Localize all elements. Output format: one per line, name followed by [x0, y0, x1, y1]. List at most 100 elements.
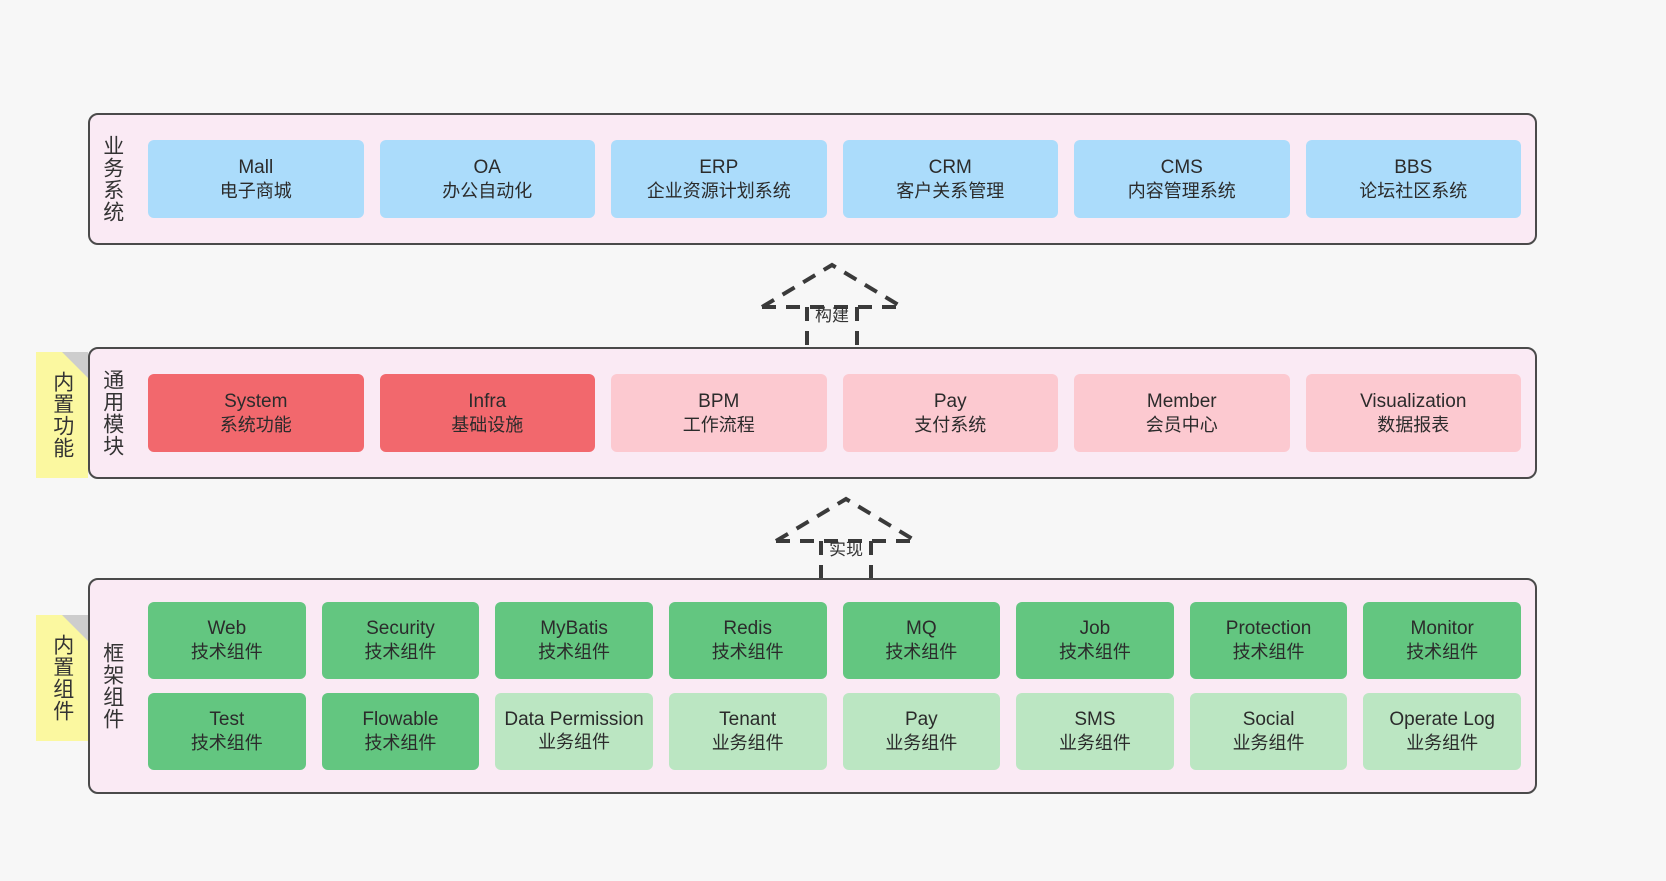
node-title-en: MyBatis — [540, 618, 608, 640]
node-title-en: BPM — [698, 390, 740, 412]
node-title-cn: 论坛社区系统 — [1359, 180, 1468, 201]
node-bbs[interactable]: BBS 论坛社区系统 — [1305, 140, 1521, 218]
sticky-note-builtin-function: 内置功能 — [36, 352, 88, 478]
node-title-cn: 技术组件 — [1406, 642, 1479, 663]
node-title-en: Monitor — [1410, 618, 1474, 640]
node-title-cn: 技术组件 — [538, 642, 611, 663]
layer-body-common-module: System 系统功能 Infra 基础设施 BPM 工作流程 Pay 支付系统… — [134, 349, 1535, 477]
node-title-cn: 技术组件 — [711, 642, 784, 663]
node-title-en: Test — [209, 709, 245, 731]
node-title-en: BBS — [1394, 156, 1433, 178]
node-title-en: Web — [207, 618, 247, 640]
sticky-note-label: 内置组件 — [50, 634, 74, 722]
node-tenant[interactable]: Tenant 业务组件 — [668, 693, 827, 770]
node-title-cn: 技术组件 — [190, 733, 263, 754]
layer-body-framework-component: Web 技术组件 Security 技术组件 MyBatis 技术组件 Redi… — [134, 580, 1535, 792]
node-title-en: Tenant — [719, 709, 777, 731]
node-security[interactable]: Security 技术组件 — [321, 602, 480, 679]
node-web[interactable]: Web 技术组件 — [148, 602, 306, 679]
node-title-cn: 技术组件 — [190, 642, 263, 663]
layer-title-common-module: 通用模块 — [100, 369, 124, 457]
node-job[interactable]: Job 技术组件 — [1016, 602, 1174, 679]
layer-title-business-system: 业务系统 — [100, 135, 124, 223]
node-title-en: MQ — [906, 618, 937, 640]
node-title-cn: 办公自动化 — [442, 180, 533, 201]
node-title-cn: 业务组件 — [1232, 733, 1305, 754]
node-mq[interactable]: MQ 技术组件 — [842, 602, 1001, 679]
node-erp[interactable]: ERP 企业资源计划系统 — [611, 140, 827, 218]
node-title-en: Operate Log — [1389, 709, 1495, 731]
node-title-en: SMS — [1074, 709, 1116, 731]
node-visualization[interactable]: Visualization 数据报表 — [1305, 374, 1521, 452]
node-title-en: ERP — [699, 156, 739, 178]
implement-arrow-icon — [774, 496, 918, 584]
node-pay-module[interactable]: Pay 支付系统 — [842, 374, 1058, 452]
node-row: Web 技术组件 Security 技术组件 MyBatis 技术组件 Redi… — [148, 602, 1521, 679]
node-title-cn: 客户关系管理 — [896, 180, 1005, 201]
node-title-en: System — [224, 390, 288, 412]
node-title-en: CMS — [1160, 156, 1203, 178]
node-title-cn: 企业资源计划系统 — [646, 180, 791, 201]
node-title-cn: 工作流程 — [682, 414, 755, 435]
connector-build: 构建 — [752, 255, 912, 350]
node-operate-log[interactable]: Operate Log 业务组件 — [1363, 693, 1521, 770]
node-mall[interactable]: Mall 电子商城 — [148, 140, 364, 218]
node-title-en: Redis — [723, 618, 772, 640]
node-title-en: Security — [366, 618, 435, 640]
node-row: Mall 电子商城 OA 办公自动化 ERP 企业资源计划系统 CRM 客户关系… — [148, 140, 1521, 218]
layer-framework-component: 框架组件 Web 技术组件 Security 技术组件 MyBatis 技术组件… — [88, 578, 1537, 794]
node-title-en: OA — [473, 156, 501, 178]
node-sms[interactable]: SMS 业务组件 — [1016, 693, 1174, 770]
node-title-cn: 基础设施 — [451, 414, 524, 435]
node-title-en: Data Permission — [504, 708, 644, 730]
node-monitor[interactable]: Monitor 技术组件 — [1363, 602, 1521, 679]
node-title-en: Social — [1242, 709, 1295, 731]
node-title-en: Job — [1079, 618, 1111, 640]
node-bpm[interactable]: BPM 工作流程 — [611, 374, 827, 452]
node-title-cn: 业务组件 — [538, 731, 611, 752]
node-title-en: Flowable — [362, 709, 439, 731]
node-member[interactable]: Member 会员中心 — [1074, 374, 1290, 452]
build-arrow-icon — [760, 262, 904, 350]
node-flowable[interactable]: Flowable 技术组件 — [321, 693, 480, 770]
node-title-cn: 电子商城 — [219, 180, 292, 201]
node-system[interactable]: System 系统功能 — [148, 374, 364, 452]
node-row: Test 技术组件 Flowable 技术组件 Data Permission … — [148, 693, 1521, 770]
node-title-cn: 内容管理系统 — [1127, 180, 1236, 201]
node-title-cn: 业务组件 — [1058, 733, 1131, 754]
node-title-cn: 支付系统 — [914, 414, 987, 435]
node-row: System 系统功能 Infra 基础设施 BPM 工作流程 Pay 支付系统… — [148, 374, 1521, 452]
node-title-en: Visualization — [1360, 390, 1467, 412]
node-title-cn: 数据报表 — [1377, 414, 1450, 435]
node-title-en: Pay — [904, 709, 938, 731]
sticky-note-label: 内置功能 — [50, 371, 74, 459]
node-title-en: CRM — [928, 156, 972, 178]
node-infra[interactable]: Infra 基础设施 — [379, 374, 595, 452]
node-pay-component[interactable]: Pay 业务组件 — [842, 693, 1001, 770]
node-mybatis[interactable]: MyBatis 技术组件 — [495, 602, 653, 679]
node-title-en: Pay — [933, 390, 967, 412]
node-cms[interactable]: CMS 内容管理系统 — [1074, 140, 1290, 218]
node-title-en: Protection — [1225, 618, 1312, 640]
node-protection[interactable]: Protection 技术组件 — [1189, 602, 1348, 679]
node-title-en: Infra — [468, 390, 507, 412]
node-social[interactable]: Social 业务组件 — [1189, 693, 1348, 770]
node-oa[interactable]: OA 办公自动化 — [379, 140, 595, 218]
node-data-permission[interactable]: Data Permission 业务组件 — [495, 693, 653, 770]
layer-business-system: 业务系统 Mall 电子商城 OA 办公自动化 ERP 企业资源计划系统 CRM… — [88, 113, 1537, 245]
node-redis[interactable]: Redis 技术组件 — [668, 602, 827, 679]
connector-label-implement: 实现 — [829, 540, 863, 559]
sticky-fold-corner-icon — [62, 352, 88, 378]
node-test[interactable]: Test 技术组件 — [148, 693, 306, 770]
node-title-en: Mall — [238, 156, 274, 178]
node-crm[interactable]: CRM 客户关系管理 — [842, 140, 1058, 218]
sticky-note-builtin-component: 内置组件 — [36, 615, 88, 741]
node-title-cn: 业务组件 — [1406, 733, 1479, 754]
node-title-cn: 技术组件 — [364, 733, 437, 754]
node-title-cn: 业务组件 — [885, 733, 958, 754]
node-title-cn: 会员中心 — [1145, 414, 1218, 435]
layer-common-module: 通用模块 System 系统功能 Infra 基础设施 BPM 工作流程 Pay… — [88, 347, 1537, 479]
layer-title-framework-component: 框架组件 — [100, 642, 124, 730]
node-title-cn: 技术组件 — [364, 642, 437, 663]
